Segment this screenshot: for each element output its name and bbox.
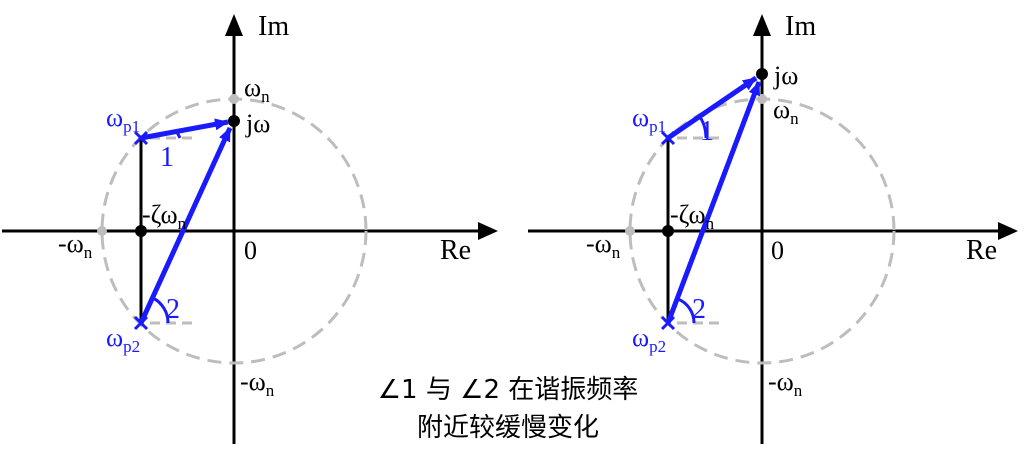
caption-line-2: 附近较缓慢变化: [417, 413, 599, 443]
jw-dot: [228, 115, 240, 127]
wn-bottom-label: -ωn: [240, 367, 275, 400]
wn-left-label: -ωn: [586, 229, 621, 262]
angle1-arc: [174, 130, 182, 139]
panel-left: Im Re 0 ωn jω -ζωn -ωn -ωn ωp1 ωp2 1 2: [2, 11, 498, 444]
angle2-arc: [152, 296, 170, 324]
zeta-label: -ζωn: [670, 200, 715, 233]
wn-top-dot: [229, 94, 239, 104]
wn-left-label: -ωn: [58, 229, 93, 262]
caption: ∠1 与 ∠2 在谐振频率 附近较缓慢变化: [378, 375, 639, 443]
zeta-dot: [662, 225, 674, 237]
wn-top-label: ωn: [244, 73, 270, 106]
jw-label: jω: [773, 61, 798, 90]
angle2-arc: [677, 297, 696, 324]
jw-dot: [756, 68, 768, 80]
wn-left-dot: [625, 226, 635, 236]
vector-p2-to-jw: [138, 126, 233, 325]
re-axis-arrowhead: [478, 222, 498, 240]
angle1-label: 1: [160, 142, 174, 173]
zeta-label: -ζωn: [142, 200, 187, 233]
panel-right: Im Re 0 ωn jω -ζωn -ωn -ωn ωp1 ωp2 1 2: [528, 11, 1018, 444]
wn-bottom-label: -ωn: [768, 367, 803, 400]
im-axis-label: Im: [785, 11, 816, 42]
im-axis-arrowhead: [753, 14, 771, 36]
pole-p1-label: ωp1: [632, 103, 666, 136]
im-axis-arrowhead: [225, 14, 243, 36]
zeta-dot: [135, 225, 147, 237]
wn-top-dot: [757, 94, 767, 104]
im-axis-label: Im: [258, 11, 289, 42]
pole-p1-label: ωp1: [106, 103, 140, 136]
angle1-arc: [698, 116, 708, 139]
vector-p1-to-jw: [666, 75, 758, 141]
re-axis-label: Re: [440, 235, 471, 266]
wn-top-label: ωn: [773, 95, 799, 128]
angle1-label: 1: [700, 116, 714, 147]
vector-p2-to-jw: [665, 81, 762, 324]
pole-p2-label: ωp2: [106, 323, 140, 356]
jw-label: jω: [245, 109, 270, 138]
angle2-label: 2: [166, 294, 180, 325]
vector-p1-to-jw: [140, 118, 229, 141]
re-axis-arrowhead: [998, 222, 1018, 240]
wn-left-dot: [97, 226, 107, 236]
pole-p2-marker: [133, 315, 149, 331]
re-axis-label: Re: [966, 235, 997, 266]
caption-line-1: ∠1 与 ∠2 在谐振频率: [378, 375, 639, 405]
angle2-label: 2: [692, 294, 706, 325]
pole-p2-marker: [660, 315, 676, 331]
pole-p1-marker: [133, 130, 149, 146]
origin-label: 0: [244, 236, 257, 265]
origin-label: 0: [771, 236, 784, 265]
pole-p1-marker: [660, 130, 676, 146]
pole-p2-label: ωp2: [632, 323, 666, 356]
